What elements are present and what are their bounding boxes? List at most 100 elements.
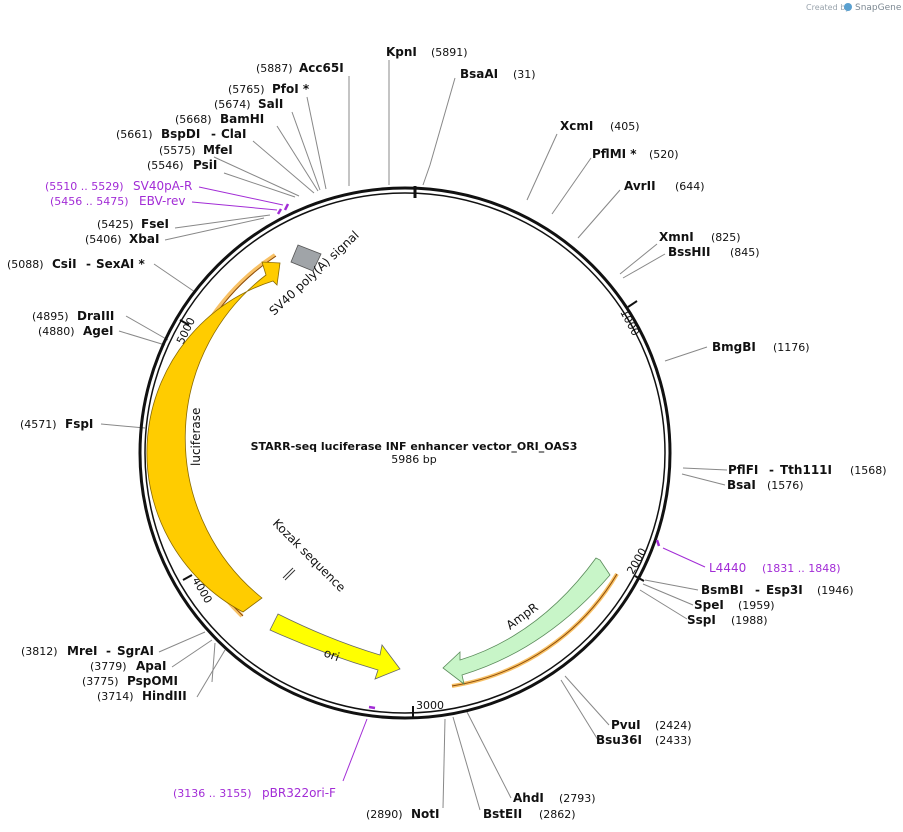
site-avrii: AvrII (624, 179, 656, 193)
luciferase-feature[interactable] (146, 261, 281, 613)
site-mfei: MfeI (203, 143, 233, 157)
site-sali: SalI (258, 97, 283, 111)
backbone-outer-strand (138, 186, 672, 720)
site-fspi: FspI (65, 417, 93, 431)
site-fsei-pos: (5425) (97, 218, 134, 231)
kozak-label: Kozak sequence (270, 516, 348, 594)
site-draiii-pos: (4895) (32, 310, 69, 323)
site-noti: NotI (411, 807, 440, 821)
primer-ebv-rev: EBV-rev (139, 194, 185, 208)
site-pvui-pos: (2424) (655, 719, 692, 732)
site-psii-pos: (5546) (147, 159, 184, 172)
site-pflmi: PflMI * (592, 147, 637, 161)
site-apai-pos: (3779) (90, 660, 127, 673)
site-dash-4: - (769, 463, 774, 477)
site-esp3i: Esp3I (766, 583, 803, 597)
site-apai: ApaI (136, 659, 166, 673)
primer-sv40pa-r-range: (5510 .. 5529) (45, 180, 124, 193)
plasmid-title: STARR-seq luciferase INF enhancer vector… (251, 440, 578, 453)
site-bspdi-pos: (5661) (116, 128, 153, 141)
site-csii: CsiI (52, 257, 77, 271)
site-hindiii: HindIII (142, 689, 187, 703)
primer-pbr322ori-f: pBR322ori-F (262, 786, 336, 800)
site-acc65i: Acc65I (299, 61, 344, 75)
site-xcmi-pos: (405) (610, 120, 640, 133)
site-pflmi-pos: (520) (649, 148, 679, 161)
primer-sv40pa-r: SV40pA-R (133, 179, 192, 193)
site-pflfi-pos: (1568) (850, 464, 887, 477)
site-dash-3: - (106, 644, 111, 658)
kozak-feature-line2 (284, 569, 296, 581)
ori-label: ori (322, 646, 341, 664)
tick-1000: 1000 (617, 307, 642, 338)
ampr-strand-line (451, 573, 618, 687)
primer-pbr322ori-f-range: (3136 .. 3155) (173, 787, 252, 800)
site-bamhi: BamHI (220, 112, 264, 126)
site-pvui: PvuI (611, 718, 641, 732)
site-sgrai: SgrAI (117, 644, 154, 658)
site-pspomi-pos: (3775) (82, 675, 119, 688)
primer-ebv-rev-range: (5456 .. 5475) (50, 195, 129, 208)
site-dash-5: - (755, 583, 760, 597)
site-csii-pos: (5088) (7, 258, 44, 271)
primer-marks (276, 203, 661, 710)
site-clai: ClaI (221, 127, 246, 141)
site-hindiii-pos: (3714) (97, 690, 134, 703)
site-bsaai-pos: (31) (513, 68, 536, 81)
site-agei: AgeI (83, 324, 113, 338)
site-bsaai: BsaAI (460, 67, 498, 81)
luciferase-label: luciferase (189, 408, 203, 466)
site-dash-1: - (211, 127, 216, 141)
sv40-polya-feature[interactable] (290, 244, 322, 272)
watermark-brand: SnapGene (855, 3, 902, 13)
site-mfei-pos: (5575) (159, 144, 196, 157)
site-bsmbi-pos: (1946) (817, 584, 854, 597)
site-bsu36i-pos: (2433) (655, 734, 692, 747)
site-bsai-pos: (1576) (767, 479, 804, 492)
site-bsteii: BstEII (483, 807, 522, 821)
site-sexai: SexAI * (96, 257, 145, 271)
kozak-feature[interactable] (282, 567, 294, 579)
site-pspomi: PspOMI (127, 674, 178, 688)
site-sali-pos: (5674) (214, 98, 251, 111)
site-pfoi-pos: (5765) (228, 83, 265, 96)
site-xbai-pos: (5406) (85, 233, 122, 246)
site-xmni-pos: (825) (711, 231, 741, 244)
site-spei-pos: (1959) (738, 599, 775, 612)
primer-l4440-range: (1831 .. 1848) (762, 562, 841, 575)
watermark-created-by: Created by (806, 3, 850, 12)
site-fspi-pos: (4571) (20, 418, 57, 431)
primer-l4440: L4440 (709, 561, 746, 575)
site-bsu36i: Bsu36I (596, 733, 642, 747)
site-xbai: XbaI (129, 232, 159, 246)
site-bamhi-pos: (5668) (175, 113, 212, 126)
site-xmni: XmnI (659, 230, 694, 244)
site-noti-pos: (2890) (366, 808, 403, 821)
snapgene-watermark: Created by SnapGene (806, 3, 902, 13)
ampr-feature[interactable] (442, 557, 611, 685)
site-acc65i-pos: (5887) (256, 62, 293, 75)
primer-leader-lines (191, 186, 706, 782)
ori-feature[interactable] (269, 613, 401, 680)
tick-marks (179, 300, 645, 717)
site-bmgbi-pos: (1176) (773, 341, 810, 354)
site-dash-2: - (86, 257, 91, 271)
site-agei-pos: (4880) (38, 325, 75, 338)
site-fsei: FseI (141, 217, 169, 231)
backbone-inner-strand (144, 192, 666, 714)
site-bsteii-pos: (2862) (539, 808, 576, 821)
site-kpni-pos: (5891) (431, 46, 468, 59)
plasmid-length: 5986 bp (391, 453, 436, 466)
snapgene-logo-icon (844, 3, 852, 11)
site-mrei-pos: (3812) (21, 645, 58, 658)
site-leader-lines (100, 60, 728, 811)
site-ahdi-pos: (2793) (559, 792, 596, 805)
site-ahdi: AhdI (513, 791, 544, 805)
site-draiii: DraIII (77, 309, 114, 323)
site-xcmi: XcmI (560, 119, 593, 133)
site-psii: PsiI (193, 158, 217, 172)
sv40-polya-label: SV40 poly(A) signal (266, 228, 361, 318)
site-bsshii-pos: (845) (730, 246, 760, 259)
site-bspdi: BspDI (161, 127, 200, 141)
